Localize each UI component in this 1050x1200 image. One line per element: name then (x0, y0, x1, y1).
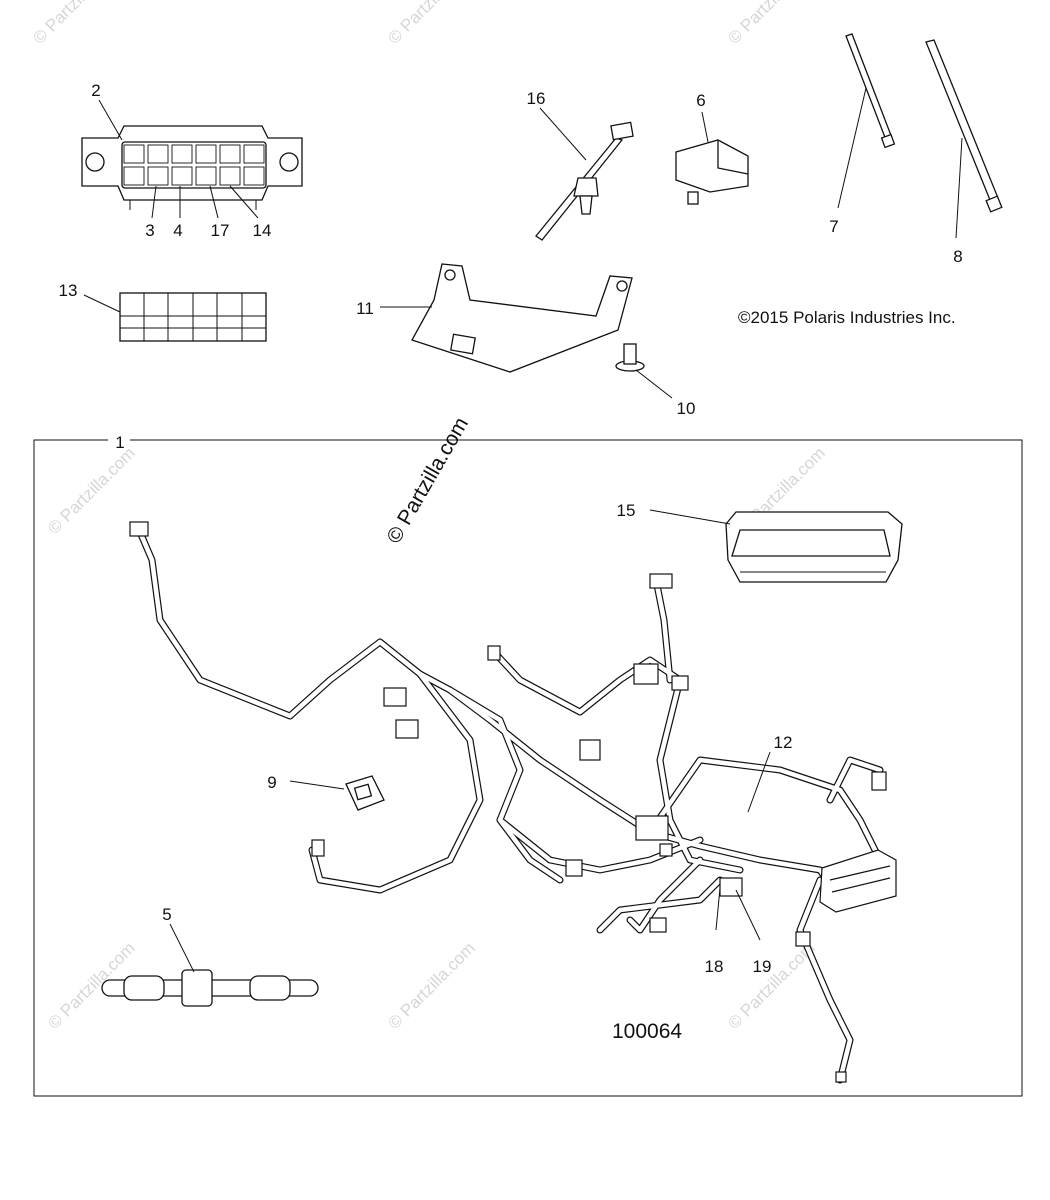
callout-12: 12 (774, 733, 793, 752)
callout-18: 18 (705, 957, 724, 976)
callout-14: 14 (253, 221, 272, 240)
push-rivet-part-10 (615, 343, 645, 372)
cable-tie-mount-part-16 (535, 121, 634, 241)
callout-9: 9 (267, 773, 276, 792)
leader-line (151, 185, 157, 219)
watermark: © Partzilla.com (44, 443, 138, 537)
watermark: © Partzilla.com (724, 0, 818, 48)
leader-line (837, 87, 867, 209)
leader-line (209, 185, 219, 219)
leader-line (229, 185, 259, 219)
watermark: © Partzilla.com (384, 938, 478, 1032)
callouts: 1 2 3 4 5 6 7 8 9 10 11 12 13 14 15 16 1… (59, 81, 963, 976)
callout-2: 2 (91, 81, 100, 100)
callout-13: 13 (59, 281, 78, 300)
watermark: © Partzilla.com (384, 0, 478, 48)
leader-line (735, 889, 761, 941)
watermark: © Partzilla.com (29, 0, 123, 48)
partzilla-watermark: © Partzilla.com (382, 413, 473, 547)
fuse-box-cover-part-15 (725, 511, 903, 583)
watermark: © Partzilla.com (724, 938, 818, 1032)
bracket-part-11 (411, 263, 633, 373)
copyright-notice: ©2015 Polaris Industries Inc. (738, 308, 956, 327)
callout-19: 19 (753, 957, 772, 976)
callout-15: 15 (617, 501, 636, 520)
cable-tie-part-8 (925, 39, 1003, 213)
callout-10: 10 (677, 399, 696, 418)
main-wire-harness (129, 521, 897, 1084)
leader-line (715, 887, 721, 931)
leader-line (98, 99, 123, 141)
inline-fuse-part-5 (101, 969, 319, 1007)
connector-part-6 (675, 139, 749, 205)
connector-part-9 (345, 775, 385, 811)
callout-3: 3 (145, 221, 154, 240)
leader-line (289, 780, 345, 790)
callout-6: 6 (696, 91, 705, 110)
diagram-code: 100064 (612, 1020, 682, 1043)
callout-1: 1 (115, 433, 124, 452)
fuse-label-part-13 (119, 292, 267, 342)
callout-7: 7 (829, 217, 838, 236)
callout-8: 8 (953, 247, 962, 266)
callout-16: 16 (527, 89, 546, 108)
leader-line (747, 751, 771, 813)
leader-line (635, 369, 673, 399)
callout-17: 17 (211, 221, 230, 240)
leader-line (955, 137, 963, 239)
leader-line (649, 509, 731, 525)
leader-line (539, 107, 587, 161)
fuse-relay-box-part-2 (81, 125, 303, 210)
leader-line (701, 111, 709, 143)
leader-line (169, 923, 195, 973)
harness-assembly-frame (33, 439, 1023, 1097)
leader-line (83, 294, 121, 313)
callout-4: 4 (173, 221, 182, 240)
callout-11: 11 (356, 299, 374, 318)
callout-5: 5 (162, 905, 171, 924)
cable-tie-part-7 (845, 33, 896, 149)
